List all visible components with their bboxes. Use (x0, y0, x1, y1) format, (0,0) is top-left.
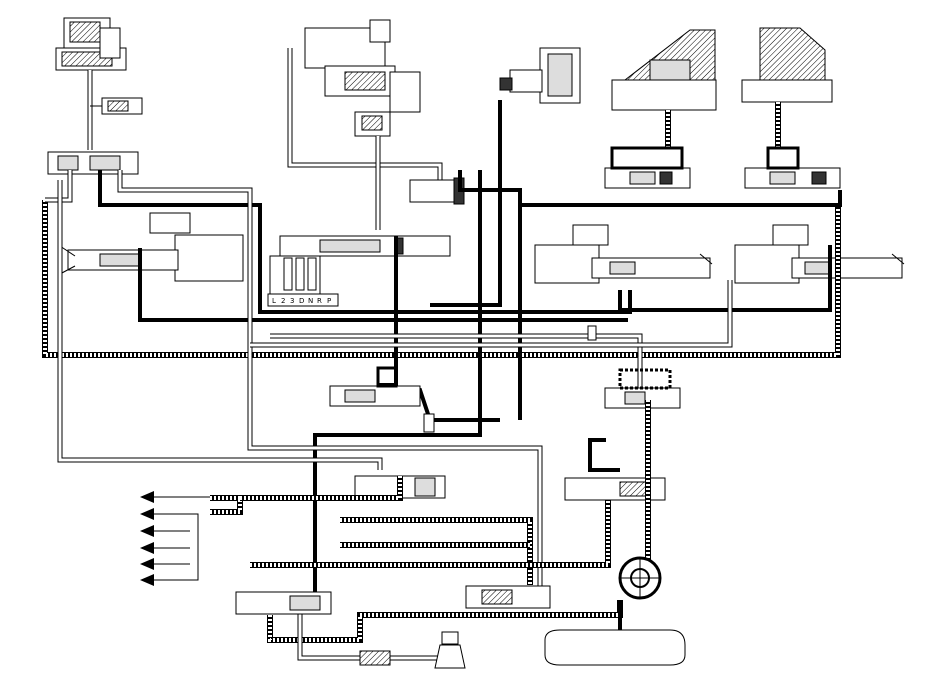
arrow-icon (140, 508, 154, 520)
arrow-icon (140, 542, 154, 554)
arrow-icon (140, 574, 154, 586)
filter-element (359, 650, 391, 666)
housing-circuit-outline (42, 170, 841, 358)
strainer-element (434, 631, 466, 669)
lower-center-valve (465, 585, 551, 609)
arrow-icon (140, 558, 154, 570)
signal-lines-thin (57, 170, 733, 595)
center-clutch-assembly (287, 19, 443, 230)
selector-label-1: 2 (281, 297, 285, 305)
clutch-top-right-a (611, 29, 717, 148)
accumulator-small-top-left (90, 97, 143, 115)
check-valve-center-top (409, 177, 465, 205)
selector-label-0: L (272, 297, 276, 305)
solenoid-top (499, 47, 581, 104)
solenoid-block-right-a (534, 224, 713, 284)
selector-label-5: R (317, 297, 322, 305)
manual-valve-top-left (47, 151, 139, 175)
line-pressure-thick (98, 100, 842, 600)
regulator-valve-right (587, 325, 681, 409)
pressure-valve-lower-right (564, 477, 666, 501)
regulator-valve-center (329, 366, 435, 433)
oil-pump (618, 556, 662, 600)
lower-circuit-lines (210, 400, 651, 661)
selector-label-2: 3 (290, 297, 294, 305)
selector-position-labels: L 2 3 D N R P (267, 293, 339, 307)
oil-pan (544, 600, 686, 666)
shift-valve-top-right-b (744, 146, 841, 189)
selector-valve-center (269, 235, 451, 297)
top-left-clutch-assembly (55, 17, 127, 150)
selector-label-3: D (299, 297, 304, 305)
arrow-icon (140, 525, 154, 537)
solenoid-block-right-b (734, 224, 905, 284)
shift-valve-top-right-a (604, 146, 691, 189)
selector-label-6: P (327, 297, 331, 305)
output-arrows (140, 491, 210, 586)
selector-label-4: N (308, 297, 313, 305)
lower-left-valve (235, 591, 332, 615)
clutch-top-right-b (741, 27, 833, 148)
arrow-icon (140, 491, 154, 503)
solenoid-block-left (59, 212, 244, 282)
